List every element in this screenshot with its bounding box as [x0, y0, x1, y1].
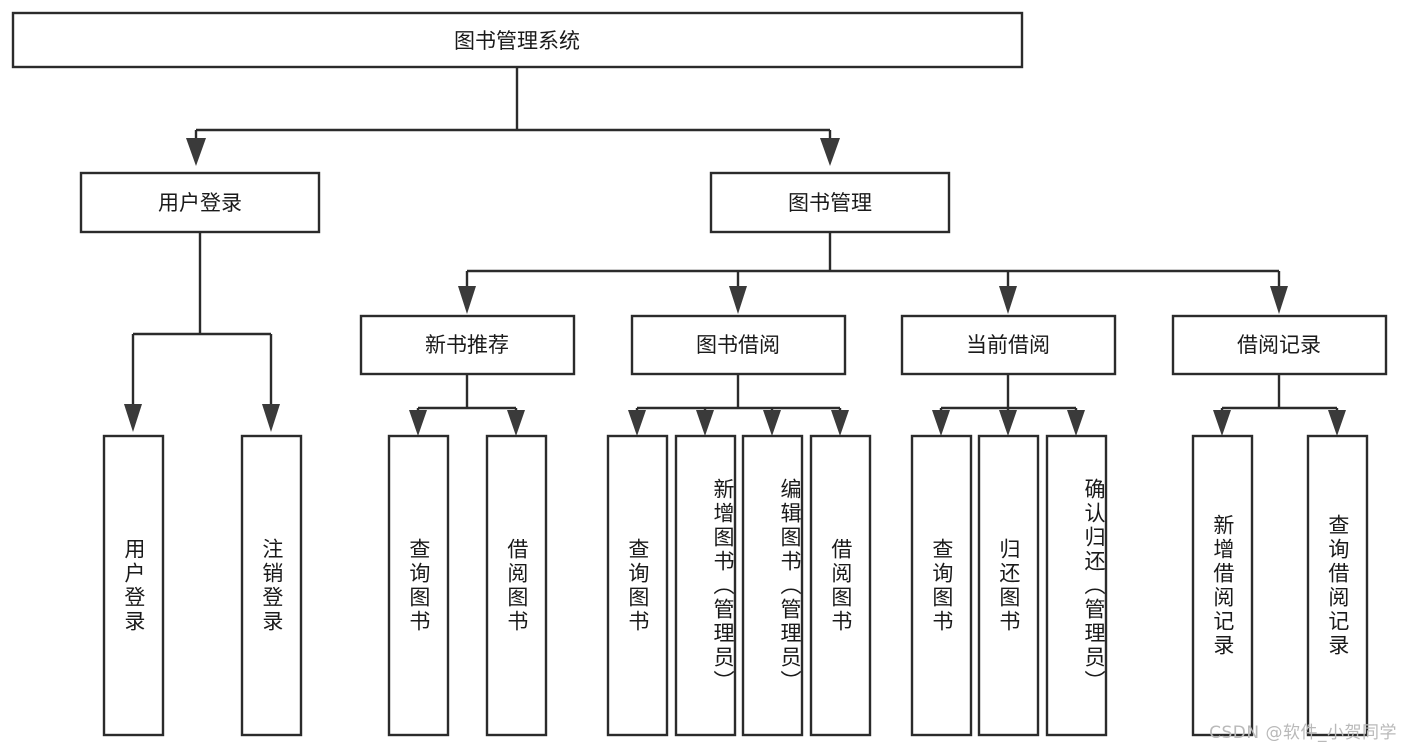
arrow-head-icon — [820, 138, 840, 166]
node-borrow-record-label: 借阅记录 — [1237, 333, 1321, 357]
arrow-head-icon — [458, 286, 476, 314]
node-current-borrow-label: 当前借阅 — [966, 333, 1050, 357]
node-book-borrow-box — [630, 314, 847, 376]
leaf-query-book-1-box[interactable] — [387, 434, 450, 737]
connector-new-book-recommend-to-leaves — [409, 374, 525, 436]
arrow-head-icon — [1328, 410, 1346, 436]
node-book-manage-box — [709, 171, 951, 234]
arrow-head-icon — [999, 286, 1017, 314]
connector-borrow-record-to-leaves — [1213, 374, 1346, 436]
node-book-borrow[interactable]: 图书借阅 — [630, 314, 847, 376]
connector-root-to-level2 — [186, 68, 840, 166]
leaf-user-login-box[interactable] — [102, 434, 165, 737]
node-root-label: 图书管理系统 — [454, 29, 580, 53]
leaf-query-book-3-box[interactable] — [910, 434, 973, 737]
arrow-head-icon — [729, 286, 747, 314]
connector-current-borrow-to-leaves — [932, 374, 1085, 436]
arrow-head-icon — [999, 410, 1017, 436]
arrow-head-icon — [186, 138, 206, 166]
node-root[interactable]: 图书管理系统 — [11, 11, 1024, 69]
arrow-head-icon — [1067, 410, 1085, 436]
arrow-head-icon — [507, 410, 525, 436]
leaf-borrow-book-2-box[interactable] — [809, 434, 872, 737]
watermark: CSDN @软件_小贺同学 — [1209, 723, 1397, 743]
arrow-head-icon — [763, 410, 781, 436]
node-new-book-recommend-label: 新书推荐 — [425, 333, 509, 357]
leaf-add-book-box[interactable] — [674, 434, 737, 737]
arrow-head-icon — [1213, 410, 1231, 436]
node-root-box — [11, 11, 1024, 69]
arrow-head-icon — [262, 404, 280, 432]
arrow-head-icon — [932, 410, 950, 436]
arrow-head-icon — [124, 404, 142, 432]
node-borrow-record-box — [1171, 314, 1388, 376]
node-book-manage-label: 图书管理 — [788, 191, 872, 215]
leaf-add-record-box[interactable] — [1191, 434, 1254, 737]
leaf-return-book-box[interactable] — [977, 434, 1040, 737]
node-new-book-recommend[interactable]: 新书推荐 — [359, 314, 576, 376]
node-book-manage[interactable]: 图书管理 — [709, 171, 951, 234]
arrow-head-icon — [696, 410, 714, 436]
node-new-book-recommend-box — [359, 314, 576, 376]
leaf-edit-book-box[interactable] — [741, 434, 804, 737]
node-book-borrow-label: 图书借阅 — [696, 333, 780, 357]
node-borrow-record[interactable]: 借阅记录 — [1171, 314, 1388, 376]
leaf-logout-login-box[interactable] — [240, 434, 303, 737]
leaf-boxes — [102, 434, 1369, 737]
connector-book-borrow-to-leaves — [628, 374, 849, 436]
leaf-query-book-2-box[interactable] — [606, 434, 669, 737]
arrow-head-icon — [831, 410, 849, 436]
node-user-login[interactable]: 用户登录 — [79, 171, 321, 234]
leaf-query-record-box[interactable] — [1306, 434, 1369, 737]
arrow-head-icon — [628, 410, 646, 436]
arrow-head-icon — [409, 410, 427, 436]
node-current-borrow-box — [900, 314, 1117, 376]
connector-book-manage-to-level3 — [458, 232, 1288, 314]
node-user-login-label: 用户登录 — [158, 191, 242, 215]
node-current-borrow[interactable]: 当前借阅 — [900, 314, 1117, 376]
leaf-borrow-book-1-box[interactable] — [485, 434, 548, 737]
arrow-head-icon — [1270, 286, 1288, 314]
leaf-confirm-return-box[interactable] — [1045, 434, 1108, 737]
connector-user-login-to-leaves — [124, 232, 280, 432]
